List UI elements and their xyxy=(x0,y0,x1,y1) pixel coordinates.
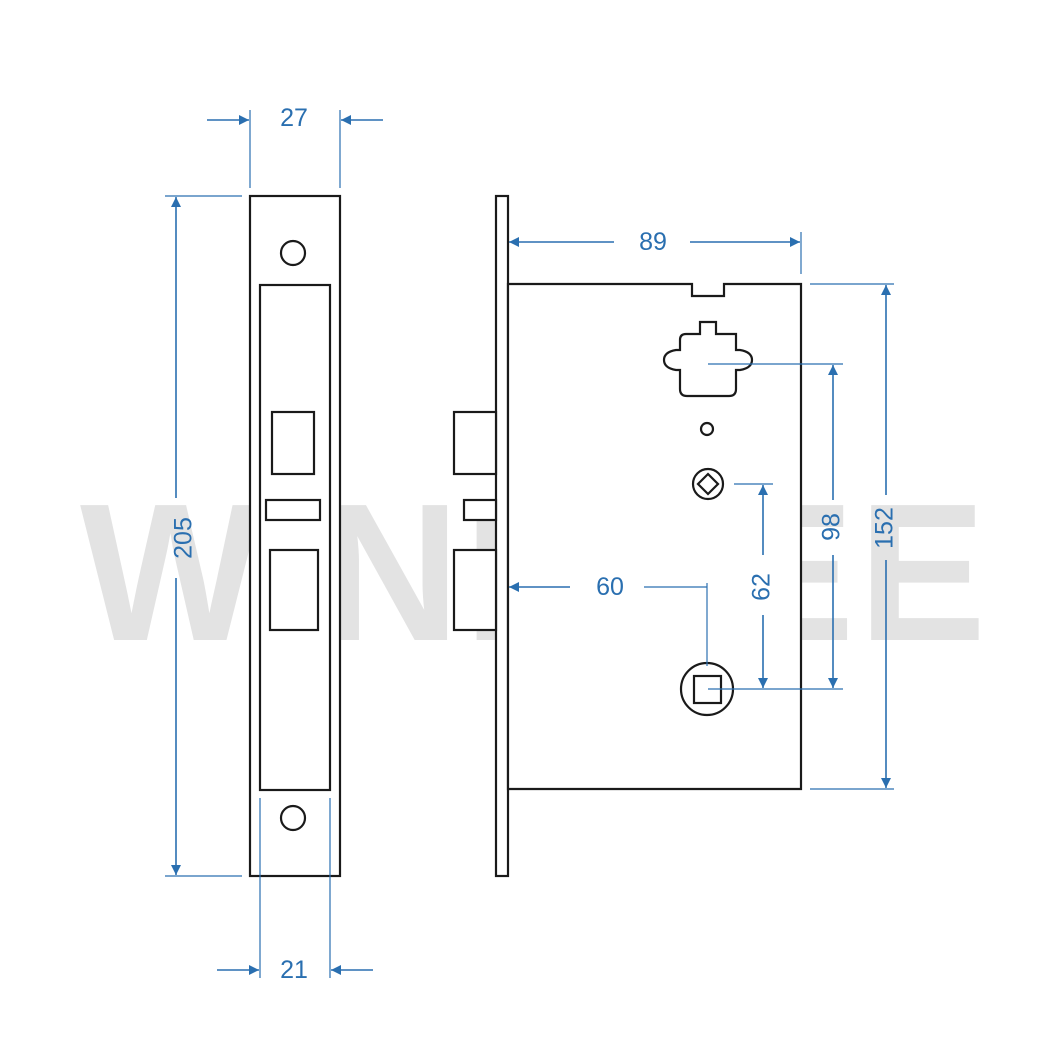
dim-label-body-height: 152 xyxy=(871,507,899,549)
dimension-faceplate-height: 205 xyxy=(165,195,242,877)
dimension-faceplate-width: 27 xyxy=(207,104,383,188)
lock-case xyxy=(506,282,803,791)
lock-body-side-view xyxy=(452,194,803,878)
top-screw-hole xyxy=(279,239,307,267)
inner-plate xyxy=(258,283,332,792)
dim-label-spindle-to-spindle: 62 xyxy=(748,573,776,601)
deadbolt-opening xyxy=(268,548,320,632)
dimension-body-depth: 89 xyxy=(509,228,802,274)
auxiliary-latch-opening xyxy=(264,498,322,522)
small-pin-hole xyxy=(699,421,715,437)
dim-label-backset: 60 xyxy=(596,573,624,601)
dim-label-faceplate-height: 205 xyxy=(170,517,198,559)
dimension-body-height: 152 xyxy=(810,283,899,790)
dim-label-cylinder-to-handle: 98 xyxy=(818,513,846,541)
dim-label-faceplate-width: 27 xyxy=(280,104,308,132)
auxiliary-latch xyxy=(462,498,498,522)
dimension-spindle-to-spindle: 62 xyxy=(734,483,776,688)
dimension-backset: 60 xyxy=(509,573,708,666)
dim-label-inner-plate-width: 21 xyxy=(280,956,308,984)
latch-opening xyxy=(270,410,316,476)
cylinder-cam-hole xyxy=(662,320,754,398)
latch-bolt xyxy=(452,410,498,476)
thumbturn-spindle-hub xyxy=(691,467,725,501)
deadbolt xyxy=(452,548,498,632)
dimension-inner-plate-width: 21 xyxy=(217,798,373,984)
faceplate-outline xyxy=(248,194,342,878)
dim-label-body-depth: 89 xyxy=(639,228,667,256)
faceplate-front-view xyxy=(248,194,342,878)
bottom-screw-hole xyxy=(279,804,307,832)
thumbturn-square-hole xyxy=(696,472,720,496)
dimension-cylinder-to-handle: 98 xyxy=(708,363,846,690)
side-faceplate xyxy=(494,194,510,878)
